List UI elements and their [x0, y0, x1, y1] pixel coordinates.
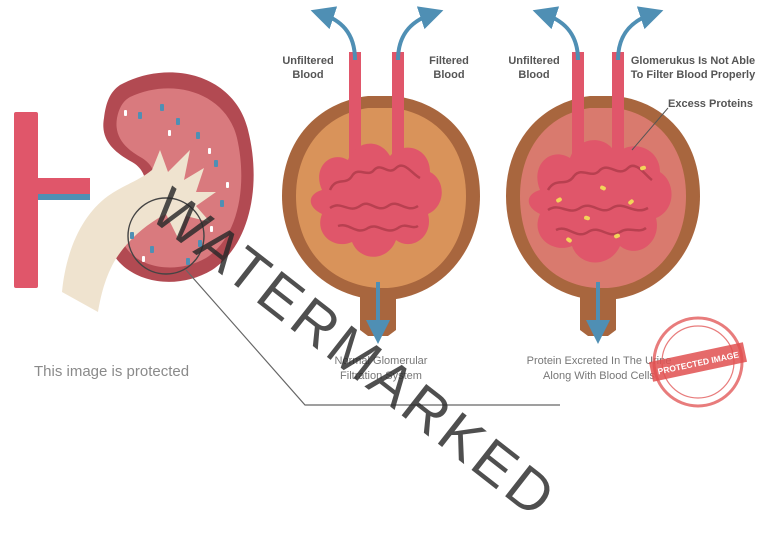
label-excess-proteins: Excess Proteins	[668, 98, 753, 110]
renal-vein	[38, 194, 90, 200]
kidney-illustration	[14, 72, 560, 406]
normal-capillary-loops	[328, 164, 421, 232]
renal-vessel	[14, 112, 38, 288]
protein-particles	[556, 165, 646, 243]
kidney-dots	[130, 104, 224, 265]
damaged-efferent-vessel	[612, 52, 624, 162]
kidney-highlights	[124, 110, 229, 262]
label-filtered-blood: Filtered Blood	[429, 55, 469, 81]
damaged-inflow-arrow	[532, 6, 580, 61]
label-unfiltered-blood-2: Unfiltered Blood	[508, 55, 560, 81]
damaged-outflow-arrow	[616, 6, 664, 61]
renal-pelvis-ureter	[62, 150, 216, 312]
zoom-leader-line	[185, 269, 560, 406]
normal-afferent-vessel	[349, 52, 361, 162]
protected-notice: This image is protected	[34, 363, 190, 380]
damaged-capillary-loops	[546, 164, 653, 236]
damaged-glomerulus	[506, 6, 700, 344]
label-glomerulus-fail: Glomerukus Is Not Able To Filter Blood P…	[630, 55, 756, 81]
excess-proteins-leader	[631, 107, 669, 151]
damaged-capillary-tuft	[528, 140, 672, 263]
damaged-afferent-vessel	[572, 52, 584, 162]
normal-efferent-vessel	[392, 52, 404, 162]
normal-inflow-arrow	[310, 6, 357, 61]
renal-artery	[38, 178, 90, 194]
caption-normal-filtration: Normal Glomerular Filtration System	[334, 355, 428, 382]
normal-glomerulus	[282, 6, 480, 344]
kidney-diagram-svg	[14, 6, 700, 406]
normal-outflow-arrow	[396, 6, 444, 61]
protected-stamp: PROTECTED IMAGE	[648, 316, 748, 408]
normal-capillary-tuft	[310, 143, 442, 257]
zoom-circle	[127, 197, 205, 275]
label-unfiltered-blood-1: Unfiltered Blood	[282, 55, 334, 81]
diagram	[14, 6, 700, 406]
